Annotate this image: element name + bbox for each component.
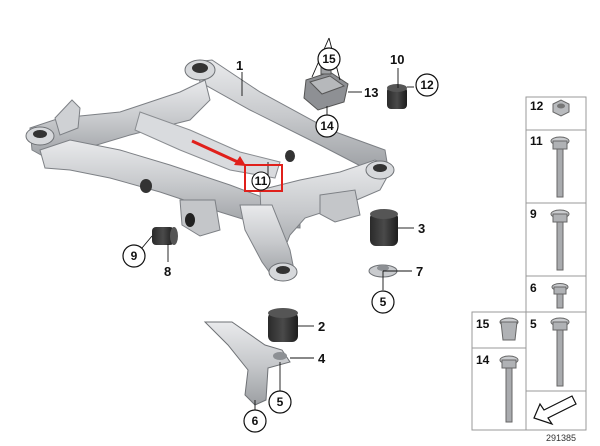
callout-12: 12: [420, 78, 434, 92]
callout-3: 3: [418, 221, 425, 236]
subframe: [25, 59, 395, 282]
panel-part-6-bolt: [551, 283, 569, 309]
callout-5b: 5: [277, 395, 284, 409]
part-2-bushing: [268, 308, 298, 342]
callout-2: 2: [318, 319, 325, 334]
callout-11: 11: [255, 174, 268, 188]
callout-9-circle: [122, 244, 146, 268]
part-3-bushing: [370, 209, 398, 246]
panel-part-12-nut: [552, 99, 570, 117]
leader-lines: [141, 37, 414, 410]
mount-bushing-front-left: [33, 130, 47, 138]
frame-bushing: [285, 150, 295, 162]
panel-part-9-bolt: [550, 209, 570, 271]
mount-bushing-rear-left: [192, 63, 208, 73]
panel-label-11: 11: [530, 134, 543, 148]
callout-5b-circle: [268, 390, 292, 414]
part-4-bracket: [203, 321, 291, 406]
callout-7: 7: [416, 264, 423, 279]
panel-label-15: 15: [476, 317, 490, 331]
panel-label-6: 6: [530, 281, 537, 295]
callout-15-circle: [317, 47, 341, 71]
panel-label-9: 9: [530, 207, 537, 221]
highlight-box-11: [244, 164, 283, 192]
callout-6: 6: [252, 414, 259, 428]
part-8-bushing: [152, 213, 195, 245]
callout-5a-circle: [371, 290, 395, 314]
orientation-arrow-icon: [533, 395, 577, 426]
panel-label-5: 5: [530, 317, 537, 331]
callout-8: 8: [164, 264, 171, 279]
highlight-arrow: [191, 139, 241, 165]
mount-bushing-rear-right: [373, 164, 387, 172]
callout-12-circle: [415, 73, 439, 97]
callout-5a: 5: [380, 295, 387, 309]
mount-bushing-front-right: [276, 266, 290, 274]
callout-13: 13: [364, 85, 378, 100]
callout-14: 14: [320, 119, 334, 133]
inner-arm: [134, 111, 281, 179]
callout-15: 15: [322, 52, 336, 66]
part-10-bushing: [387, 84, 407, 109]
panel-label-14: 14: [476, 353, 490, 367]
panel-part-5-bolt: [550, 317, 570, 387]
panel-part-15-sleeve: [499, 317, 519, 341]
parts-panel-left-column: [471, 311, 527, 431]
left-bracket: [54, 99, 81, 136]
highlight-arrow-head: [234, 156, 246, 166]
reference-number: 291385: [546, 433, 576, 443]
callout-9: 9: [131, 249, 138, 263]
parts-panel: 12 11 9 6 5: [471, 96, 587, 431]
panel-part-11-bolt: [550, 136, 570, 198]
callout-1: 1: [236, 58, 243, 73]
callout-11-circle: [251, 171, 271, 191]
callout-6-circle: [243, 409, 267, 433]
frame-bushing: [140, 179, 152, 193]
parts-panel-right-column: [525, 96, 587, 431]
right-bracket: [319, 189, 361, 223]
callout-14-circle: [315, 114, 339, 138]
panel-part-14-bolt: [499, 355, 519, 423]
callout-4: 4: [318, 351, 326, 366]
panel-label-12: 12: [530, 99, 544, 113]
callout-10: 10: [390, 52, 404, 67]
front-crossmember: [39, 139, 301, 229]
